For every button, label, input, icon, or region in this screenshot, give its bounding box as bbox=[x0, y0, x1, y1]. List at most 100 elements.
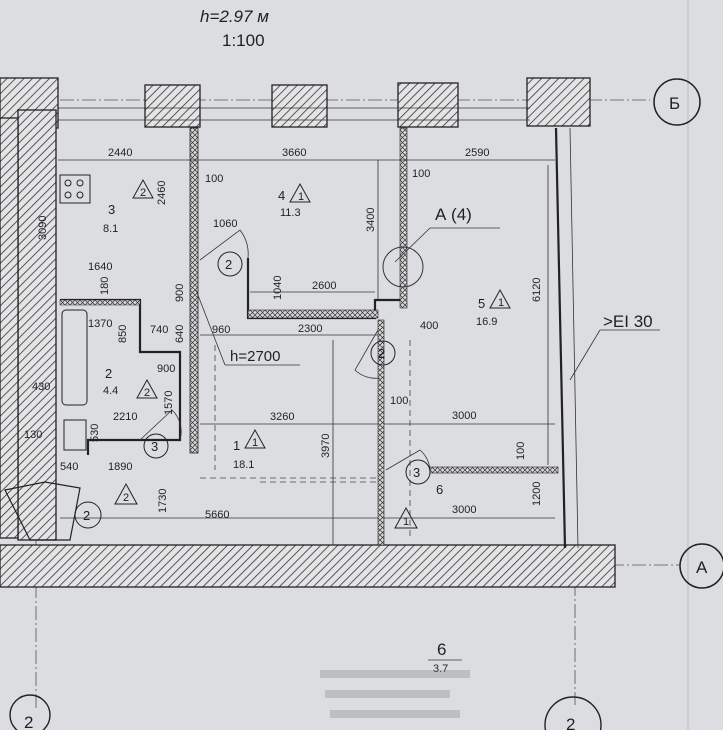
svg-text:400: 400 bbox=[420, 320, 438, 332]
svg-text:11.3: 11.3 bbox=[280, 207, 301, 219]
triangle-marker-room-6: 1 bbox=[394, 506, 418, 529]
axis-2-right-label: 2 bbox=[566, 715, 575, 730]
svg-text:130: 130 bbox=[24, 429, 42, 441]
svg-text:640: 640 bbox=[174, 325, 186, 343]
svg-text:180: 180 bbox=[99, 277, 111, 295]
section-mark: А (4) bbox=[435, 205, 472, 224]
svg-text:8.1: 8.1 bbox=[103, 223, 118, 235]
svg-text:6120: 6120 bbox=[531, 278, 543, 302]
svg-text:1730: 1730 bbox=[157, 489, 169, 513]
room-height-label: h=2700 bbox=[230, 348, 280, 365]
svg-text:530: 530 bbox=[89, 424, 101, 442]
svg-text:100: 100 bbox=[205, 173, 223, 185]
svg-text:3.7: 3.7 bbox=[433, 663, 448, 675]
svg-text:2: 2 bbox=[105, 366, 112, 381]
svg-text:2: 2 bbox=[225, 257, 232, 272]
wall-pier-1 bbox=[144, 84, 201, 128]
room-1: 1 18.1 bbox=[233, 438, 254, 471]
triangle-marker-room-4: 1 bbox=[289, 182, 311, 203]
bathtub-icon bbox=[61, 309, 88, 406]
axis-b-label: Б bbox=[669, 94, 680, 113]
svg-text:100: 100 bbox=[390, 395, 408, 407]
svg-text:900: 900 bbox=[174, 284, 186, 302]
svg-text:5: 5 bbox=[478, 296, 485, 311]
door-marker-2-b: 2 bbox=[370, 340, 396, 366]
partition-3 bbox=[377, 319, 385, 546]
triangle-marker-room-5: 1 bbox=[489, 288, 511, 309]
svg-text:2460: 2460 bbox=[156, 181, 168, 205]
door-marker-2-a: 2 bbox=[217, 251, 243, 277]
room-6-lower: 6 3.7 bbox=[428, 640, 462, 675]
svg-text:3400: 3400 bbox=[365, 208, 377, 232]
svg-text:3970: 3970 bbox=[320, 434, 332, 458]
svg-text:1060: 1060 bbox=[213, 218, 237, 230]
svg-text:3: 3 bbox=[108, 202, 115, 217]
svg-text:1: 1 bbox=[298, 191, 304, 203]
svg-text:100: 100 bbox=[412, 168, 430, 180]
svg-text:6: 6 bbox=[436, 482, 443, 497]
svg-text:3: 3 bbox=[151, 439, 158, 454]
svg-text:16.9: 16.9 bbox=[476, 316, 497, 328]
svg-text:3000: 3000 bbox=[452, 504, 476, 516]
svg-text:6: 6 bbox=[437, 640, 446, 659]
svg-text:2: 2 bbox=[144, 387, 150, 399]
partition-4 bbox=[429, 466, 559, 474]
svg-text:3090: 3090 bbox=[37, 216, 49, 240]
axis-bubble-a bbox=[679, 543, 723, 589]
svg-text:1: 1 bbox=[233, 438, 240, 453]
svg-text:2440: 2440 bbox=[108, 147, 132, 159]
svg-text:540: 540 bbox=[60, 461, 78, 473]
wall-pier-4 bbox=[526, 77, 591, 127]
svg-text:2: 2 bbox=[140, 187, 146, 199]
axis-bubble-b bbox=[653, 78, 701, 126]
section-circle bbox=[382, 246, 424, 288]
room-3: 3 8.1 bbox=[103, 202, 118, 235]
faded-stamp bbox=[320, 670, 470, 718]
svg-text:2: 2 bbox=[123, 492, 129, 504]
door-5 bbox=[354, 329, 381, 379]
room-5: 5 16.9 bbox=[476, 296, 497, 328]
leader-h2700 bbox=[195, 289, 226, 366]
axis-2-left-label: 2 bbox=[24, 713, 33, 730]
room-2: 2 4.4 bbox=[103, 366, 118, 397]
scale-label: 1:100 bbox=[222, 31, 265, 50]
fire-rating-label: >EI 30 bbox=[603, 312, 653, 331]
svg-text:18.1: 18.1 bbox=[233, 459, 254, 471]
room-6: 6 bbox=[436, 482, 443, 497]
svg-text:430: 430 bbox=[32, 381, 50, 393]
svg-text:1370: 1370 bbox=[88, 318, 112, 330]
svg-text:1200: 1200 bbox=[531, 482, 543, 506]
svg-text:4.4: 4.4 bbox=[103, 385, 118, 397]
triangle-marker-hall: 2 bbox=[114, 482, 138, 505]
svg-text:1: 1 bbox=[403, 516, 409, 528]
partition-1 bbox=[189, 127, 199, 454]
triangle-marker-room-2: 2 bbox=[136, 378, 158, 399]
door-4 bbox=[199, 229, 249, 261]
axis-a-label: А bbox=[696, 558, 708, 577]
svg-text:2: 2 bbox=[378, 346, 385, 361]
axis-bubble-2-left bbox=[9, 694, 51, 730]
svg-text:850: 850 bbox=[117, 325, 129, 343]
wall-right bbox=[554, 127, 567, 549]
ceiling-height-label: h=2.97 м bbox=[200, 7, 269, 26]
svg-text:1040: 1040 bbox=[272, 276, 284, 300]
door-marker-2-c: 2 bbox=[74, 501, 102, 529]
svg-text:2590: 2590 bbox=[465, 147, 489, 159]
triangle-marker-room-3: 2 bbox=[132, 178, 154, 199]
svg-text:4: 4 bbox=[278, 188, 285, 203]
svg-text:3: 3 bbox=[413, 465, 420, 480]
sink-icon bbox=[63, 419, 87, 451]
svg-text:3260: 3260 bbox=[270, 411, 294, 423]
svg-text:2: 2 bbox=[83, 508, 90, 523]
svg-text:960: 960 bbox=[212, 324, 230, 336]
door-marker-3-b: 3 bbox=[405, 459, 431, 485]
wall-left bbox=[17, 109, 57, 541]
svg-text:900: 900 bbox=[157, 363, 175, 375]
svg-text:100: 100 bbox=[515, 442, 527, 460]
svg-text:2600: 2600 bbox=[312, 280, 336, 292]
svg-text:2210: 2210 bbox=[113, 411, 137, 423]
stair-zone bbox=[0, 117, 19, 539]
dimension-labels: 2440 3660 2590 100 100 2460 3090 1060 34… bbox=[24, 147, 543, 521]
